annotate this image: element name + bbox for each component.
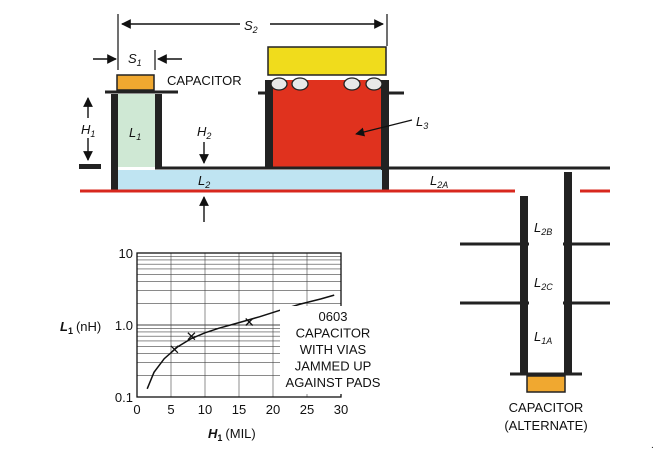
capacitor-top-label: CAPACITOR xyxy=(167,73,242,88)
left-capacitor-pad xyxy=(116,74,155,91)
h1-label: H1 xyxy=(81,122,95,139)
alternate-capacitor: L2B L2C L1A CAPACITOR (ALTERNATE) xyxy=(460,172,610,433)
large-via-fill xyxy=(272,80,382,168)
chart-markers xyxy=(170,318,254,354)
alt-via-wall-a xyxy=(520,196,528,374)
y-tick-label: 0.1 xyxy=(115,390,133,405)
solder-ball-4 xyxy=(365,77,383,91)
large-capacitor-body xyxy=(267,46,387,76)
s2-label: S2 xyxy=(244,18,258,35)
l2c-label: L2C xyxy=(534,275,553,292)
h2-label: H2 xyxy=(197,124,211,141)
x-tick-label: 20 xyxy=(266,402,280,417)
l3-pointer xyxy=(355,119,413,137)
l1a-label: L1A xyxy=(534,329,552,346)
annotation-line: CAPACITOR xyxy=(296,326,371,341)
data-point-marker xyxy=(245,318,254,326)
x-tick-label: 10 xyxy=(198,402,212,417)
alt-capacitor-label-1: CAPACITOR xyxy=(509,400,584,415)
chart-curve xyxy=(146,294,335,390)
large-capacitor: L3 xyxy=(258,46,428,192)
l2a-label: L2A xyxy=(430,173,448,190)
l3-label: L3 xyxy=(416,114,428,131)
x-tick-label: 0 xyxy=(133,402,140,417)
x-tick-label: 5 xyxy=(167,402,174,417)
left-via-wall-a xyxy=(111,94,118,192)
l2b-label: L2B xyxy=(534,220,552,237)
planes: L2 L2A xyxy=(80,166,610,193)
x-tick-label: 25 xyxy=(300,402,314,417)
l1-label: L1 xyxy=(129,125,141,142)
left-capacitor: CAPACITOR L1 xyxy=(105,73,242,192)
solder-ball-3 xyxy=(343,77,361,91)
h2-dimension: H2 xyxy=(197,124,211,222)
alt-capacitor-pad xyxy=(526,375,566,393)
annotation-line: JAMMED UP xyxy=(295,359,372,374)
data-point-marker xyxy=(170,345,179,354)
annotation-line: AGAINST PADS xyxy=(286,375,381,390)
left-via-wall-b xyxy=(155,94,162,168)
alt-capacitor-label-2: (ALTERNATE) xyxy=(504,418,587,433)
large-via-wall-b xyxy=(381,80,389,192)
l2-label: L2 xyxy=(198,173,210,190)
x-tick-label: 30 xyxy=(334,402,348,417)
chart-xlabel: H1(MIL) xyxy=(208,426,256,443)
alt-via-wall-b xyxy=(564,172,572,374)
y-tick-label: 1.0 xyxy=(115,318,133,333)
s2-dimension: S2 xyxy=(117,14,388,70)
chart-ylabel: L1(nH) xyxy=(60,319,101,336)
solder-ball-2 xyxy=(291,77,309,91)
annotation-line: WITH VIAS xyxy=(300,342,367,357)
s1-dimension: S1 xyxy=(93,50,182,70)
data-point-marker xyxy=(187,332,196,341)
annotation-line: 0603 xyxy=(319,309,348,324)
solder-ball-1 xyxy=(270,77,288,91)
chart-tick-labels: 0 5 10 15 20 25 30 0.1 1.0 10 xyxy=(115,246,348,417)
s1-label: S1 xyxy=(128,51,142,68)
y-tick-label: 10 xyxy=(119,246,133,261)
l2-plane-fill xyxy=(118,170,382,190)
left-via-fill xyxy=(117,94,155,167)
x-tick-label: 15 xyxy=(232,402,246,417)
h1-dimension: H1 xyxy=(79,97,101,169)
corner-mark: . xyxy=(651,440,654,450)
large-via-wall-a xyxy=(265,80,273,168)
